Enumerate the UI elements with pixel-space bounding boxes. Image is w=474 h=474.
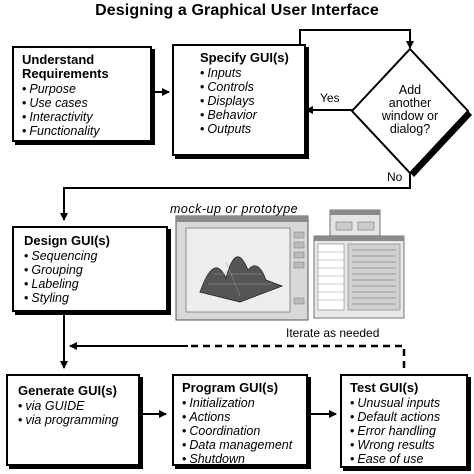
design-gui-box: Design GUI(s) Sequencing Grouping Labeli… xyxy=(12,226,168,312)
list-item: via programming xyxy=(18,413,128,427)
generate-title: Generate GUI(s) xyxy=(18,383,117,398)
list-item: Functionality xyxy=(22,124,142,138)
understand-requirements-box: Understand Requirements Purpose Use case… xyxy=(12,46,152,142)
list-item: Wrong results xyxy=(350,438,458,452)
mockup-plot-window xyxy=(175,215,309,321)
list-item: Styling xyxy=(24,291,156,305)
list-item: Initialization xyxy=(182,396,298,410)
list-item: Inputs xyxy=(200,66,294,80)
decision-line1: Add xyxy=(398,83,422,97)
arrow-no-to-design xyxy=(60,172,411,221)
list-item: Labeling xyxy=(24,277,156,291)
specify-gui-box: Specify GUI(s) Inputs Controls Displays … xyxy=(172,44,306,156)
decision-line3: window or xyxy=(381,109,439,123)
generate-list: via GUIDE via programming xyxy=(18,399,128,427)
list-item: Interactivity xyxy=(22,110,142,124)
list-item: Displays xyxy=(200,94,294,108)
list-item: Sequencing xyxy=(24,249,156,263)
list-item: Outputs xyxy=(200,122,294,136)
program-title: Program GUI(s) xyxy=(182,380,279,395)
list-item: Coordination xyxy=(182,424,298,438)
list-item: Actions xyxy=(182,410,298,424)
yes-label: Yes xyxy=(320,91,340,105)
test-gui-box: Test GUI(s) Unusual inputs Default actio… xyxy=(340,374,468,468)
list-item: via GUIDE xyxy=(18,399,128,413)
specify-title: Specify GUI(s) xyxy=(200,50,289,65)
iterate-label: Iterate as needed xyxy=(286,326,380,340)
mockup-label: mock-up or prototype xyxy=(170,202,299,216)
decision-line2: another xyxy=(388,96,432,110)
understand-list: Purpose Use cases Interactivity Function… xyxy=(22,82,142,138)
no-label: No xyxy=(387,170,403,184)
program-gui-box: Program GUI(s) Initialization Actions Co… xyxy=(172,374,308,466)
list-item: Purpose xyxy=(22,82,142,96)
understand-title-line1: Understand xyxy=(22,52,95,67)
list-item: Grouping xyxy=(24,263,156,277)
test-title: Test GUI(s) xyxy=(350,380,419,395)
mockup-dialog-window xyxy=(329,209,381,237)
diagram-title: Designing a Graphical User Interface xyxy=(95,2,379,19)
mockup-inspector-window xyxy=(313,235,405,319)
test-list: Unusual inputs Default actions Error han… xyxy=(350,396,458,466)
specify-list: Inputs Controls Displays Behavior Output… xyxy=(200,66,294,136)
generate-gui-box: Generate GUI(s) via GUIDE via programmin… xyxy=(6,374,140,466)
list-item: Data management xyxy=(182,438,298,452)
understand-title-line2: Requirements xyxy=(22,66,109,81)
list-item: Use cases xyxy=(22,96,142,110)
design-title: Design GUI(s) xyxy=(24,233,110,248)
list-item: Unusual inputs xyxy=(350,396,458,410)
list-item: Ease of use xyxy=(350,452,458,466)
decision-text: Add another window or dialog? xyxy=(356,84,464,136)
decision-line4: dialog? xyxy=(389,122,431,136)
arrow-specify-to-decision xyxy=(299,29,414,49)
list-item: Controls xyxy=(200,80,294,94)
list-item: Behavior xyxy=(200,108,294,122)
list-item: Error handling xyxy=(350,424,458,438)
list-item: Default actions xyxy=(350,410,458,424)
design-list: Sequencing Grouping Labeling Styling xyxy=(24,249,156,305)
program-list: Initialization Actions Coordination Data… xyxy=(182,396,298,466)
list-item: Shutdown xyxy=(182,452,298,466)
